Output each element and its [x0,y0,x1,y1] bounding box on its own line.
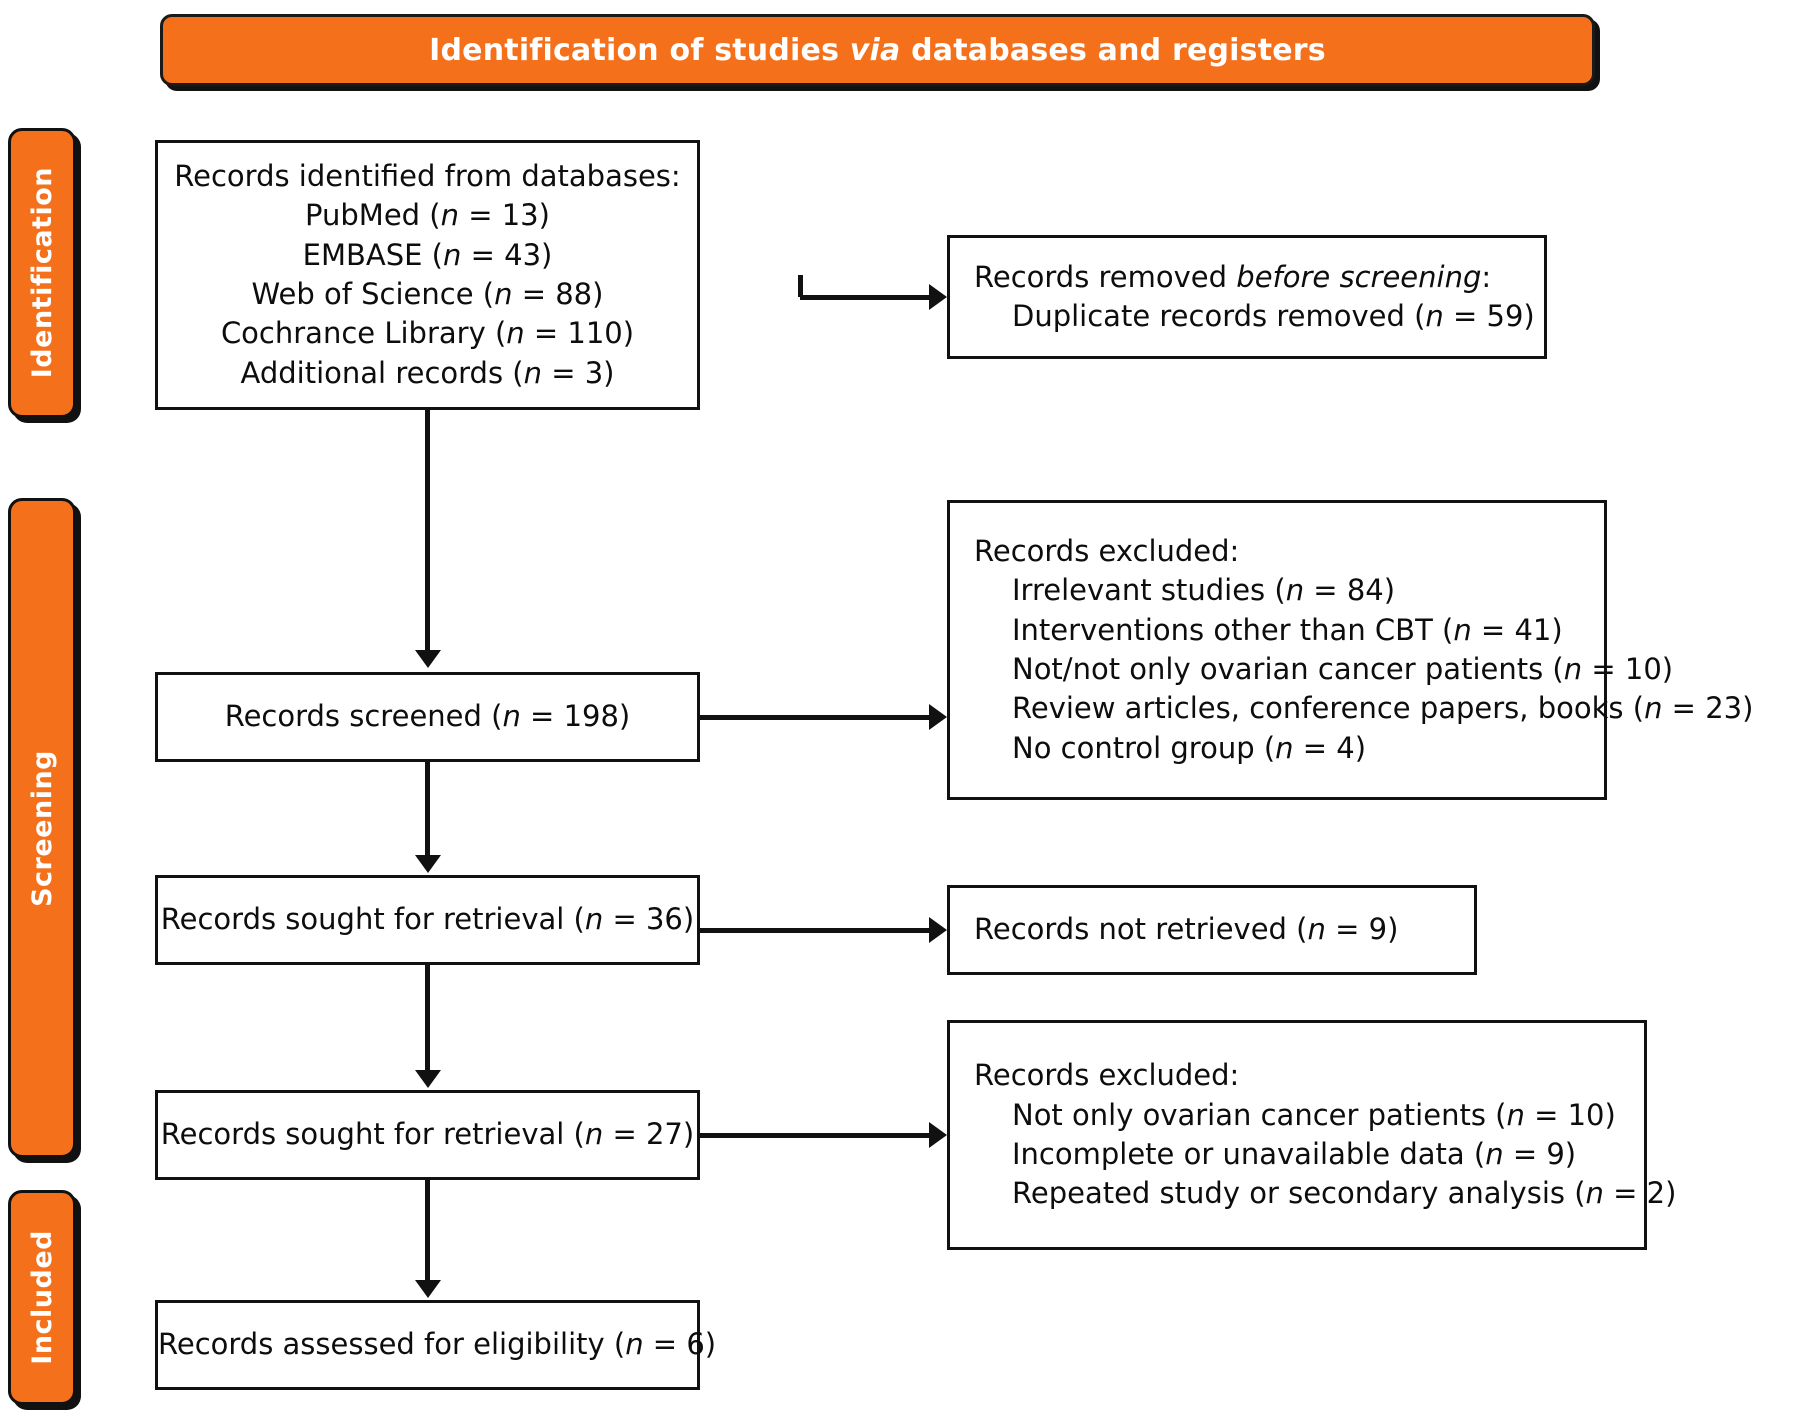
box-heading: Records excluded: [974,1058,1240,1093]
box-line: EMBASE (n = 43) [302,237,553,272]
box-line: Records not retrieved (n = 9) [974,912,1399,947]
box-line: Not/not only ovarian cancer patients (n … [1012,652,1674,686]
connector-identified-to-screened [425,410,430,652]
box-line: Records sought for retrieval (n = 36) [160,902,695,937]
box-heading-post: : [1481,259,1492,294]
stage-tab-screening-label: Screening [26,749,58,907]
connector-screened-to-sought36 [425,762,430,857]
stage-tab-included: Included [8,1190,76,1405]
stage-tab-screening: Screening [8,498,76,1158]
connector-sought36-to-not-retrieved [700,928,929,933]
connector-screened-to-excluded [700,715,929,720]
connector-sought27-to-excluded-fulltext [700,1133,929,1138]
box-line: No control group (n = 4) [1012,730,1367,765]
box-heading: Records removed before screening: [950,258,1544,297]
connector-sought36-to-sought27 [425,965,430,1072]
box-heading-pre: Records removed [974,259,1237,294]
box-line: Incomplete or unavailable data (n = 9) [1012,1137,1577,1171]
box-heading-italic: before screening [1236,259,1482,294]
box-line: Interventions other than CBT (n = 41) [1012,612,1563,647]
box-records-assessed-eligibility: Records assessed for eligibility (n = 6) [155,1300,717,1390]
box-line: Records sought for retrieval (n = 27) [160,1117,695,1152]
stage-tab-included-label: Included [26,1230,58,1365]
arrow-to-not-retrieved [929,917,947,943]
box-line: Records identified from databases: [174,158,681,193]
diagram-header-banner: Identification of studies via databases … [160,14,1595,86]
connector-identified-to-removed [800,295,929,300]
box-line: Cochrance Library (n = 110) [220,316,635,351]
connector-identified-stub-down [798,275,803,297]
connector-sought27-to-assessed [425,1180,430,1282]
box-records-screened: Records screened (n = 198) [155,672,700,762]
box-line: Duplicate records removed (n = 59) [1012,299,1535,333]
arrow-to-sought-retrieval-27 [415,1070,441,1088]
arrow-to-excluded-screening [929,704,947,730]
arrow-to-removed-before-screening [929,284,947,310]
stage-tab-identification: Identification [8,128,76,418]
box-records-excluded-screening: Records excluded: Irrelevant studies (n … [947,500,1754,800]
box-records-identified: Records identified from databases: PubMe… [155,140,700,410]
arrow-to-records-screened [415,650,441,668]
box-line: Not only ovarian cancer patients (n = 10… [1012,1097,1616,1132]
page-title-post: databases and registers [900,32,1326,68]
box-heading: Records excluded: [974,533,1240,568]
box-line: Repeated study or secondary analysis (n … [1012,1176,1677,1211]
box-line: Records screened (n = 198) [224,699,631,734]
box-records-sought-retrieval-36: Records sought for retrieval (n = 36) [155,875,700,965]
box-line: PubMed (n = 13) [305,198,550,233]
page-title-pre: Identification of studies [429,32,850,68]
box-records-removed-before-screening: Records removed before screening: Duplic… [947,235,1547,359]
page-title: Identification of studies via databases … [429,33,1326,68]
page-title-italic: via [849,32,901,68]
box-line: Records assessed for eligibility (n = 6) [158,1327,717,1362]
stage-tab-identification-label: Identification [26,167,58,379]
box-line: Web of Science (n = 88) [251,277,604,311]
box-line: Review articles, conference papers, book… [1012,691,1754,726]
arrow-to-sought-retrieval-36 [415,855,441,873]
arrow-to-excluded-fulltext [929,1122,947,1148]
arrow-to-assessed-eligibility [415,1280,441,1298]
box-records-excluded-fulltext: Records excluded: Not only ovarian cance… [947,1020,1677,1250]
box-line: Irrelevant studies (n = 84) [1012,573,1396,608]
box-records-not-retrieved: Records not retrieved (n = 9) [947,885,1477,975]
box-line: Additional records (n = 3) [240,355,615,390]
box-records-sought-retrieval-27: Records sought for retrieval (n = 27) [155,1090,700,1180]
